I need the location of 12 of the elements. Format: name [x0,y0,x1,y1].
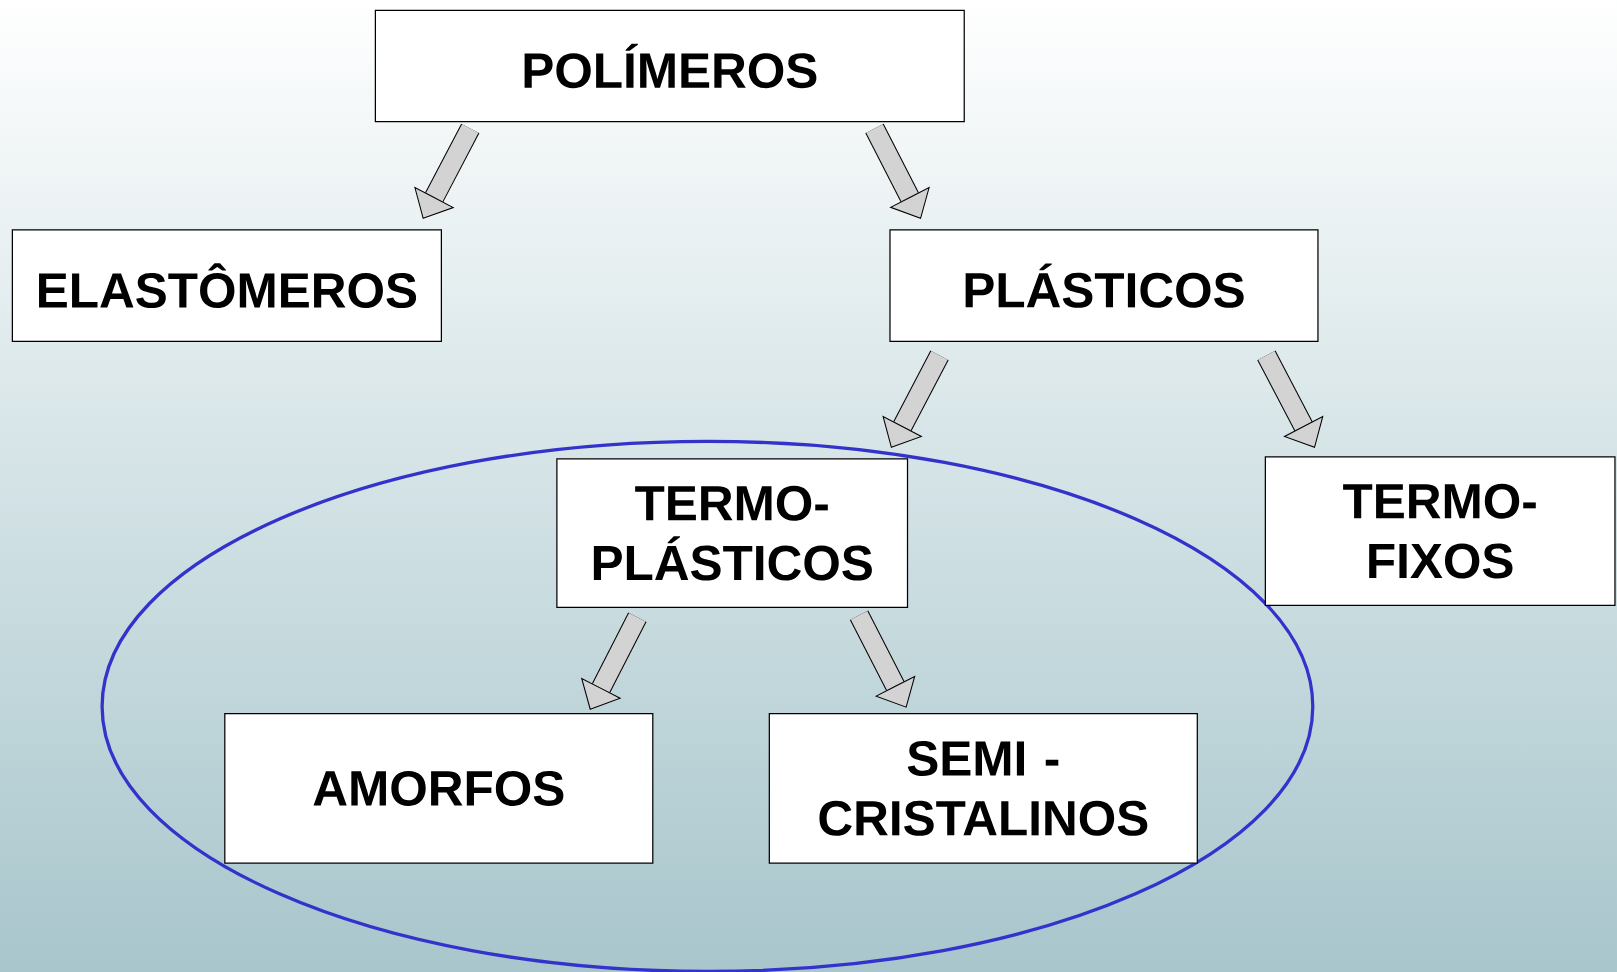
category-box: TERMO- FIXOS [1264,456,1616,606]
block-arrow [865,123,930,219]
category-box: PLÁSTICOS [889,229,1319,342]
category-box: POLÍMEROS [374,9,965,123]
block-arrow [882,350,949,448]
category-box: ELASTÔMEROS [11,229,442,342]
category-box: TERMO- PLÁSTICOS [556,458,909,608]
block-arrow [849,610,916,708]
category-box: SEMI - CRISTALINOS [768,712,1198,864]
block-arrow [414,123,480,219]
block-arrow [1257,350,1324,448]
category-box: AMORFOS [224,712,654,864]
